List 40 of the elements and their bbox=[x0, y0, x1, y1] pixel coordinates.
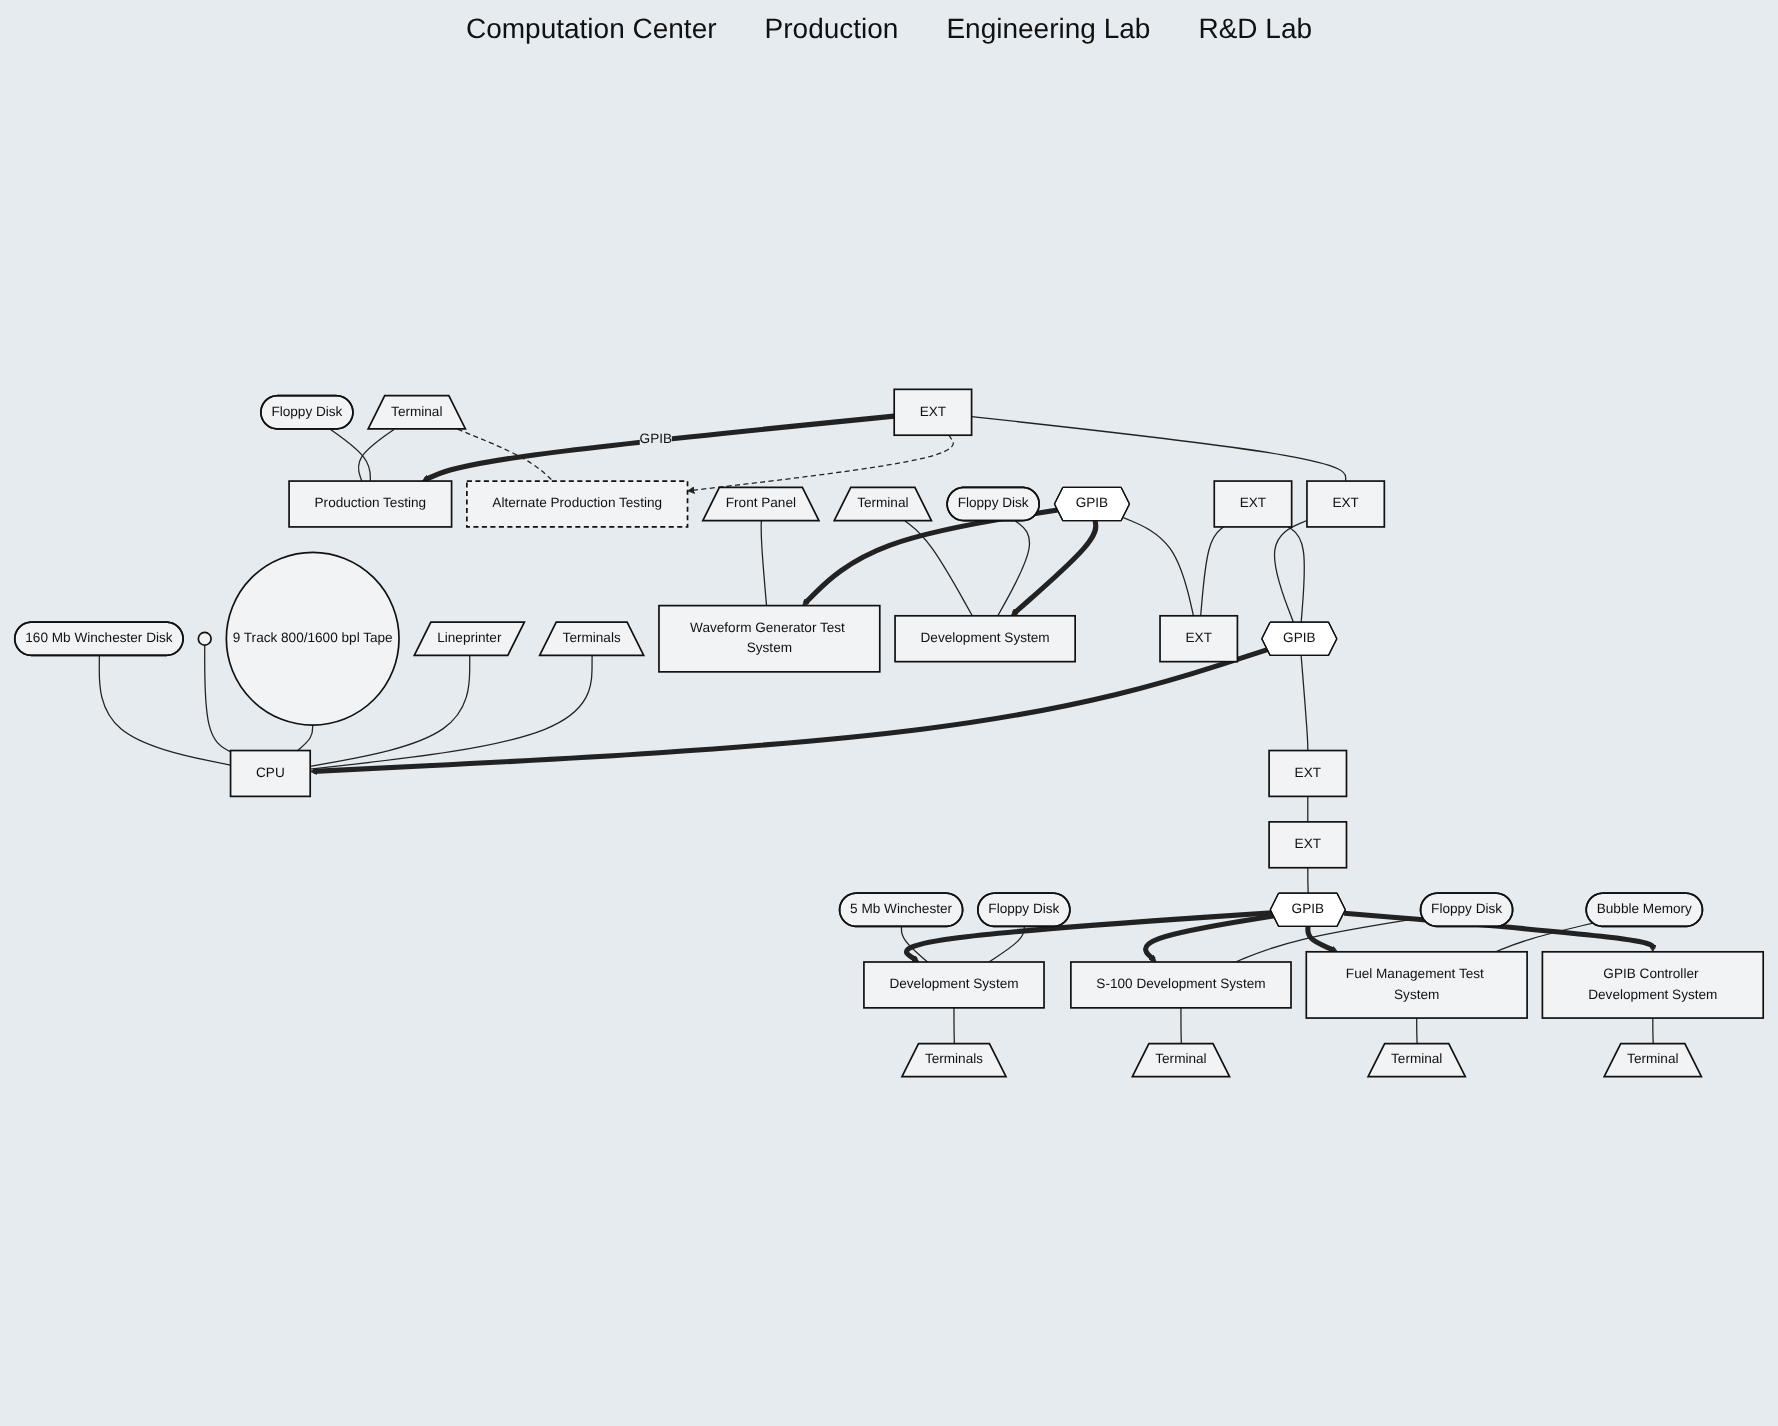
area-label: Computation Center bbox=[465, 12, 717, 44]
connector bbox=[296, 724, 314, 752]
arrow bbox=[802, 507, 1059, 606]
connector bbox=[204, 644, 232, 753]
connector bbox=[309, 655, 471, 767]
connector bbox=[457, 428, 554, 482]
connector bbox=[988, 926, 1025, 963]
connector bbox=[1495, 922, 1594, 953]
connector bbox=[1273, 519, 1308, 624]
node-circle bbox=[197, 631, 212, 646]
connector bbox=[970, 415, 1347, 482]
connector bbox=[953, 1007, 956, 1045]
connector bbox=[309, 655, 593, 770]
connector bbox=[1287, 526, 1305, 624]
connector bbox=[1300, 655, 1309, 752]
connector bbox=[1122, 516, 1195, 617]
connector bbox=[1200, 526, 1225, 617]
connector bbox=[1235, 916, 1424, 963]
arrow bbox=[1305, 926, 1339, 953]
connector bbox=[1307, 795, 1309, 823]
connector bbox=[760, 520, 768, 607]
connector bbox=[329, 428, 371, 482]
connector bbox=[1180, 1007, 1182, 1045]
arrow bbox=[904, 910, 1273, 963]
connector bbox=[1307, 867, 1309, 895]
arrow bbox=[1143, 913, 1274, 963]
area-label: Engineering Lab bbox=[946, 12, 1151, 44]
connector bbox=[904, 520, 973, 617]
connector bbox=[900, 926, 929, 963]
area-label: Production bbox=[764, 12, 899, 44]
connector bbox=[357, 428, 395, 482]
arrow bbox=[687, 434, 954, 494]
connector bbox=[997, 520, 1031, 617]
arrow bbox=[1010, 520, 1099, 617]
area-label: R&D Lab bbox=[1198, 12, 1313, 44]
arrow bbox=[309, 647, 1269, 775]
arrow bbox=[421, 413, 895, 483]
connector bbox=[98, 655, 232, 766]
connector bbox=[1416, 1017, 1418, 1045]
connector bbox=[1652, 1017, 1654, 1045]
